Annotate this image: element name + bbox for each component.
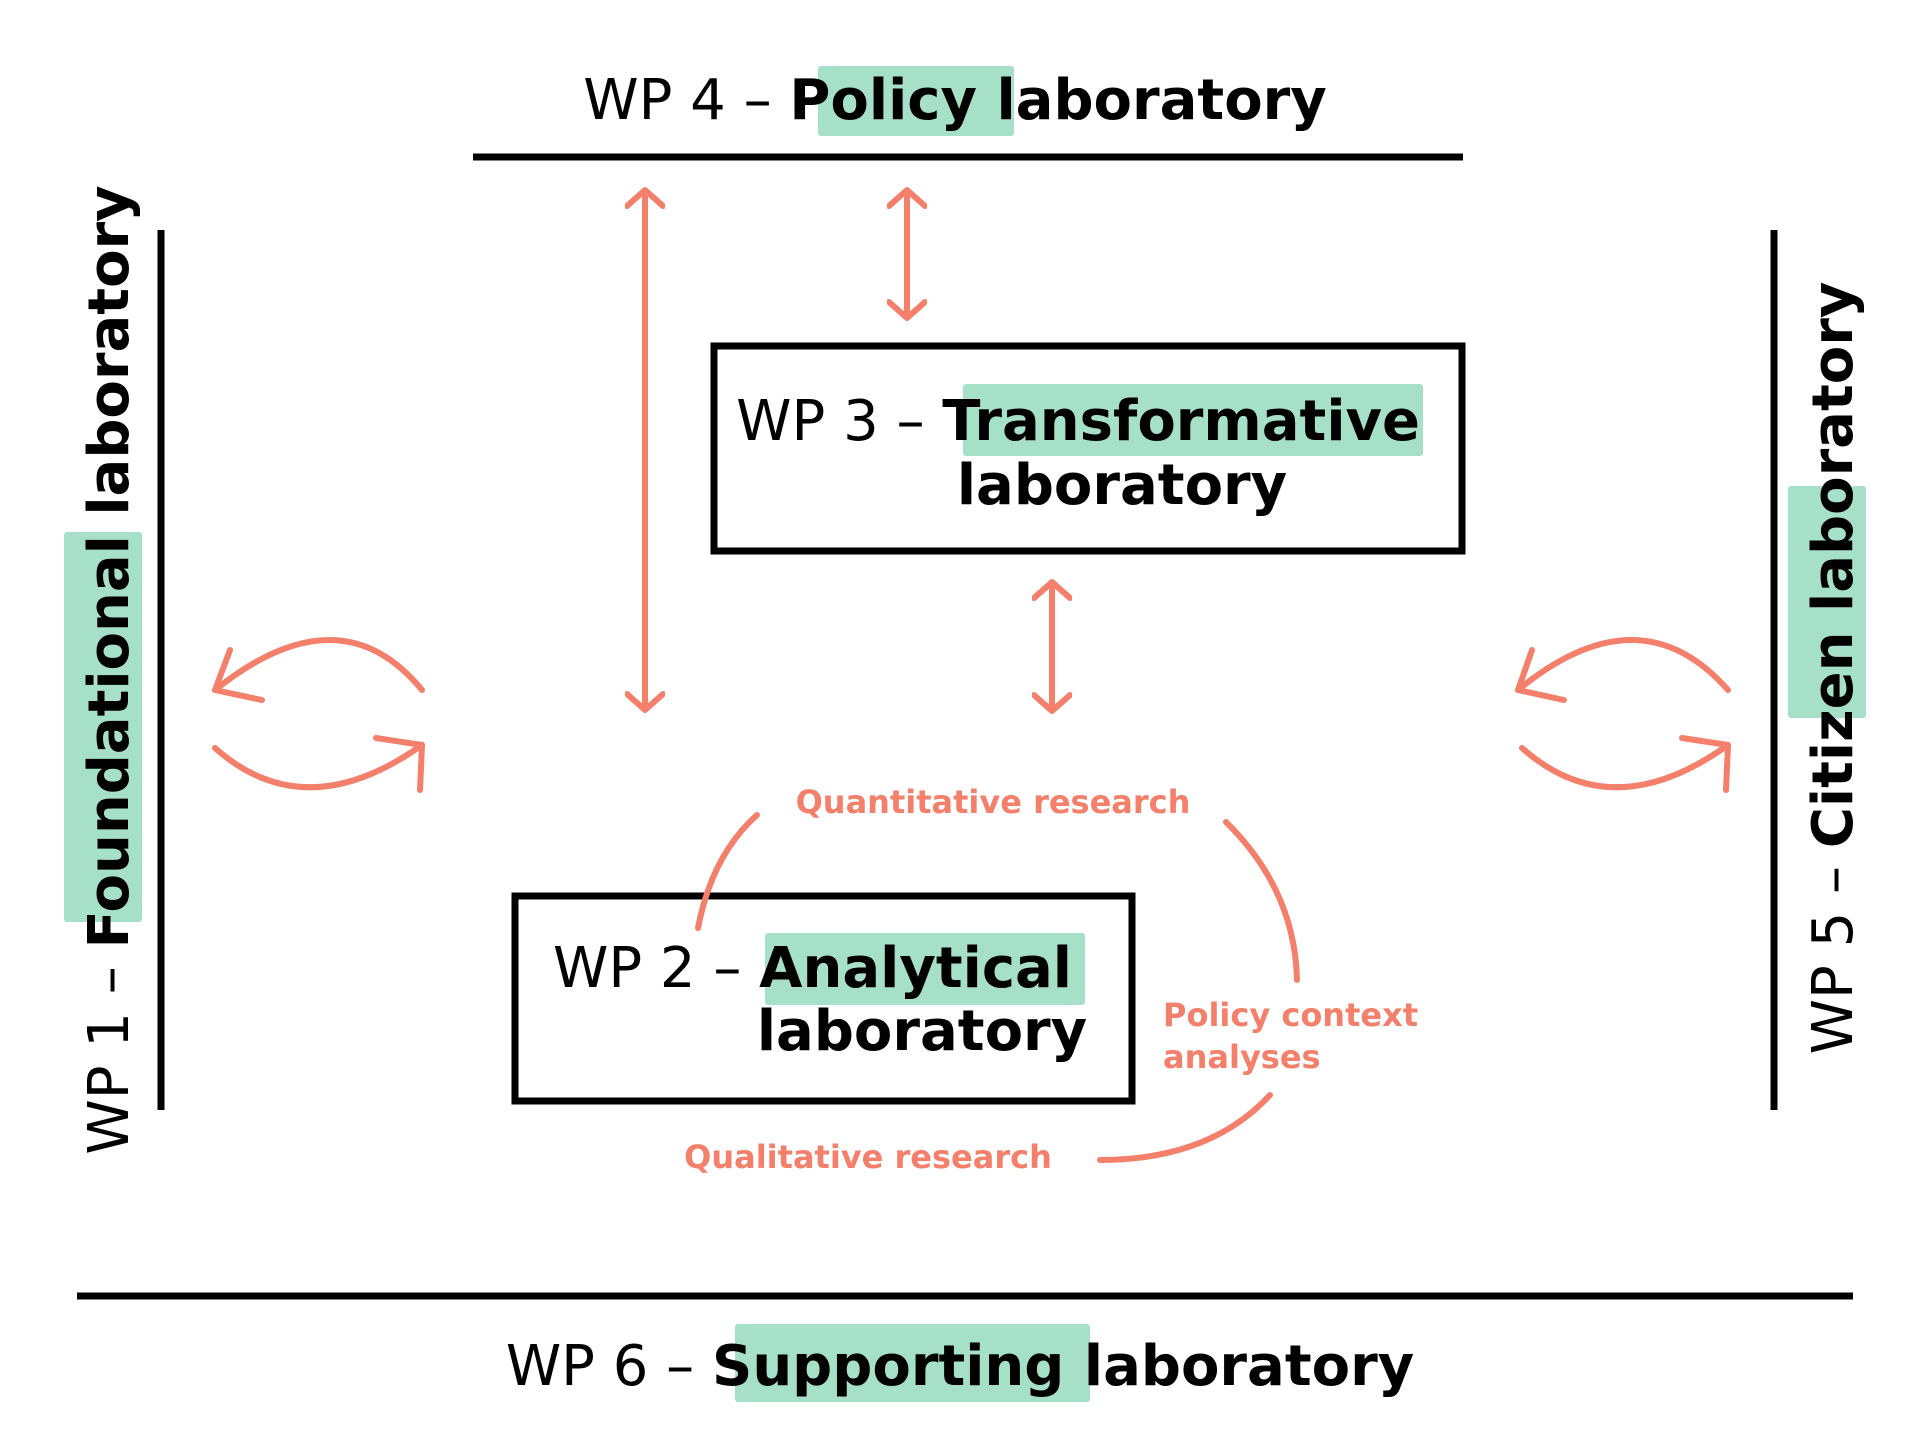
wp1-cycle-bottom-arrowhead (373, 735, 425, 793)
wp1-cycle-top-arrowhead (212, 647, 265, 703)
wp6-highlight-text: Supporting (712, 1334, 1064, 1399)
research-arc-bottom-right (1097, 1092, 1273, 1163)
wp4-highlight (818, 66, 1014, 136)
wp3-highlight (963, 384, 1423, 456)
svg-text:WP 2 – Analytical: WP 2 – Analytical (553, 936, 1072, 1001)
wp1-highlight (64, 532, 142, 922)
qualitative-research-label: Qualitative research (684, 1138, 1052, 1176)
svg-text:WP 6 – Supporting laboratory: WP 6 – Supporting laboratory (506, 1334, 1414, 1399)
svg-text:WP 1 – Foundational laboratory: WP 1 – Foundational laboratory (77, 185, 142, 1154)
policy-context-label-line2: analyses (1163, 1038, 1321, 1076)
wp4-prefix: WP 4 – (583, 68, 789, 133)
research-cycle (695, 812, 1300, 1163)
wp3-line2: laboratory (957, 453, 1287, 518)
wp6-prefix: WP 6 – (506, 1334, 712, 1399)
policy-context-label-line1: Policy context (1163, 996, 1418, 1034)
wp2-prefix: WP 2 – (553, 936, 759, 1001)
svg-text:WP 3 – Transformative: WP 3 – Transformative (736, 389, 1420, 454)
wp1-prefix: WP 1 – (77, 949, 142, 1155)
wp2-highlight (765, 933, 1085, 1005)
svg-text:WP 4 – Policy laboratory: WP 4 – Policy laboratory (583, 68, 1327, 133)
wp5-label: WP 5 – Citizen laboratory (1788, 282, 1866, 1055)
wp5-cycle-bottom-arc (1519, 742, 1731, 791)
wp2-line2: laboratory (757, 999, 1087, 1064)
wp4-rest: laboratory (977, 68, 1327, 133)
quantitative-research-label: Quantitative research (796, 783, 1191, 821)
wp5-rest: laboratory (1801, 282, 1866, 632)
wp3-highlight-text: Transformative (942, 389, 1420, 454)
research-arc-right (1223, 819, 1300, 983)
wp6-highlight (735, 1324, 1090, 1402)
wp5-highlight (1788, 486, 1866, 718)
wp1-cycle-bottom-arc (212, 742, 425, 791)
wp5-prefix: WP 5 – (1801, 848, 1866, 1054)
wp4-label: WP 4 – Policy laboratory (583, 66, 1327, 136)
wp6-label: WP 6 – Supporting laboratory (506, 1324, 1414, 1402)
wp1-cycle-arrows (212, 637, 425, 793)
wp6-rest: laboratory (1064, 1334, 1414, 1399)
svg-text:WP 5 – Citizen laboratory: WP 5 – Citizen laboratory (1801, 282, 1866, 1055)
wp1-rest: laboratory (77, 185, 142, 535)
wp5-cycle-top-arc (1515, 637, 1731, 693)
wp1-label: WP 1 – Foundational laboratory (64, 185, 142, 1155)
wp2-highlight-text: Analytical (759, 936, 1072, 1001)
wp1-highlight-text: Foundational (77, 535, 142, 948)
wp5-highlight-text: Citizen (1801, 631, 1866, 848)
research-arc-top-left (695, 812, 760, 931)
wp5-cycle-bottom-arrowhead (1679, 735, 1731, 793)
wp3-prefix: WP 3 – (736, 389, 942, 454)
wp5-cycle-top-arrowhead (1515, 647, 1567, 703)
wp4-highlight-text: Policy (789, 68, 977, 133)
wp1-cycle-top-arc (212, 637, 425, 693)
wp5-cycle-arrows (1515, 637, 1731, 793)
